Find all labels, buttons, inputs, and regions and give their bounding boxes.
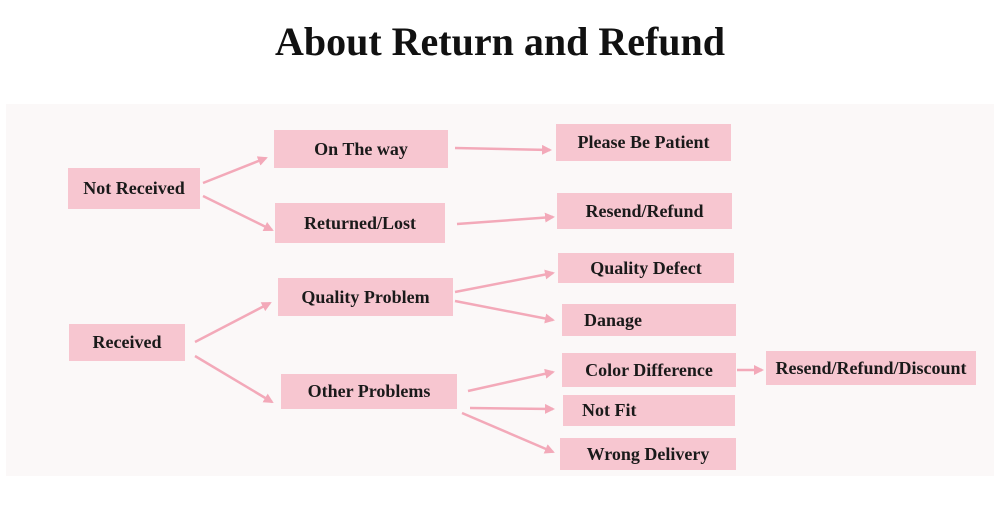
arrow-quality-problem-to-danage bbox=[454, 299, 555, 324]
arrow-received-to-other-problems bbox=[194, 354, 274, 404]
node-quality-problem: Quality Problem bbox=[278, 278, 453, 316]
node-quality-defect: Quality Defect bbox=[558, 253, 734, 283]
node-not-fit: Not Fit bbox=[563, 395, 735, 426]
arrow-quality-problem-to-quality-defect bbox=[454, 269, 555, 294]
node-wrong-delivery: Wrong Delivery bbox=[560, 438, 736, 470]
node-other-problems: Other Problems bbox=[281, 374, 457, 409]
arrow-received-to-quality-problem bbox=[194, 301, 272, 344]
node-resend-refund-discount: Resend/Refund/Discount bbox=[766, 351, 976, 385]
arrow-returned-lost-to-resend-refund bbox=[456, 212, 555, 226]
arrow-other-problems-to-color-difference bbox=[467, 368, 555, 393]
arrow-other-problems-to-wrong-delivery bbox=[461, 411, 555, 454]
arrow-other-problems-to-not-fit bbox=[469, 403, 555, 414]
arrow-not-received-to-on-the-way bbox=[202, 156, 268, 185]
node-color-difference: Color Difference bbox=[562, 353, 736, 387]
diagram-panel bbox=[6, 104, 994, 476]
node-danage: Danage bbox=[562, 304, 736, 336]
node-please-be-patient: Please Be Patient bbox=[556, 124, 731, 161]
page-title: About Return and Refund bbox=[274, 19, 726, 64]
node-not-received: Not Received bbox=[68, 168, 200, 209]
node-resend-refund: Resend/Refund bbox=[557, 193, 732, 229]
node-received: Received bbox=[69, 324, 185, 361]
arrow-on-the-way-to-please-be-patient bbox=[454, 144, 552, 155]
node-on-the-way: On The way bbox=[274, 130, 448, 168]
arrow-not-received-to-returned-lost bbox=[202, 194, 274, 232]
node-returned-lost: Returned/Lost bbox=[275, 203, 445, 243]
